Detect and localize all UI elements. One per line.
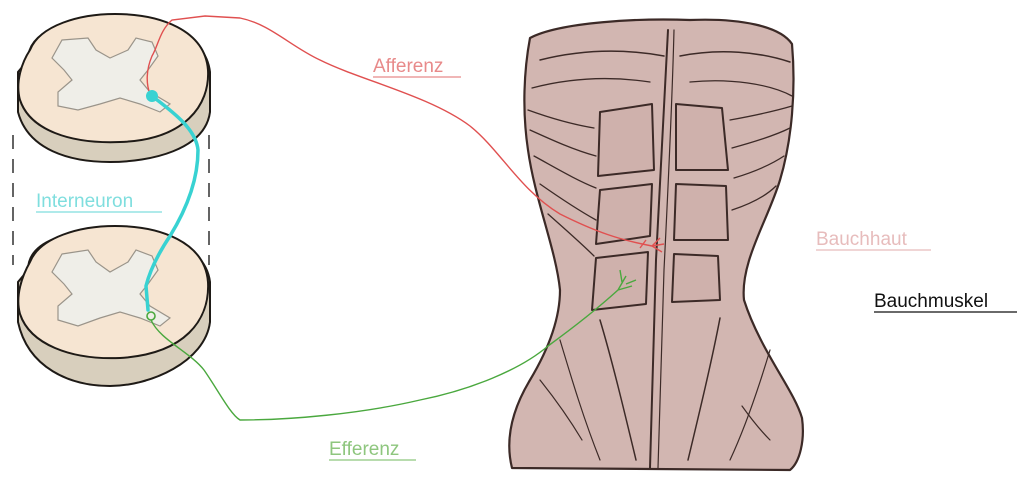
spinal-cord-segment-upper: [18, 14, 210, 162]
label-efferenz: Efferenz: [329, 439, 399, 460]
spinal-cord-segment-lower: [18, 226, 210, 386]
label-bauchhaut: Bauchhaut: [816, 229, 908, 250]
label-afferenz: Afferenz: [373, 56, 443, 77]
label-interneuron: Interneuron: [36, 191, 133, 212]
label-bauchmuskel: Bauchmuskel: [874, 291, 988, 312]
